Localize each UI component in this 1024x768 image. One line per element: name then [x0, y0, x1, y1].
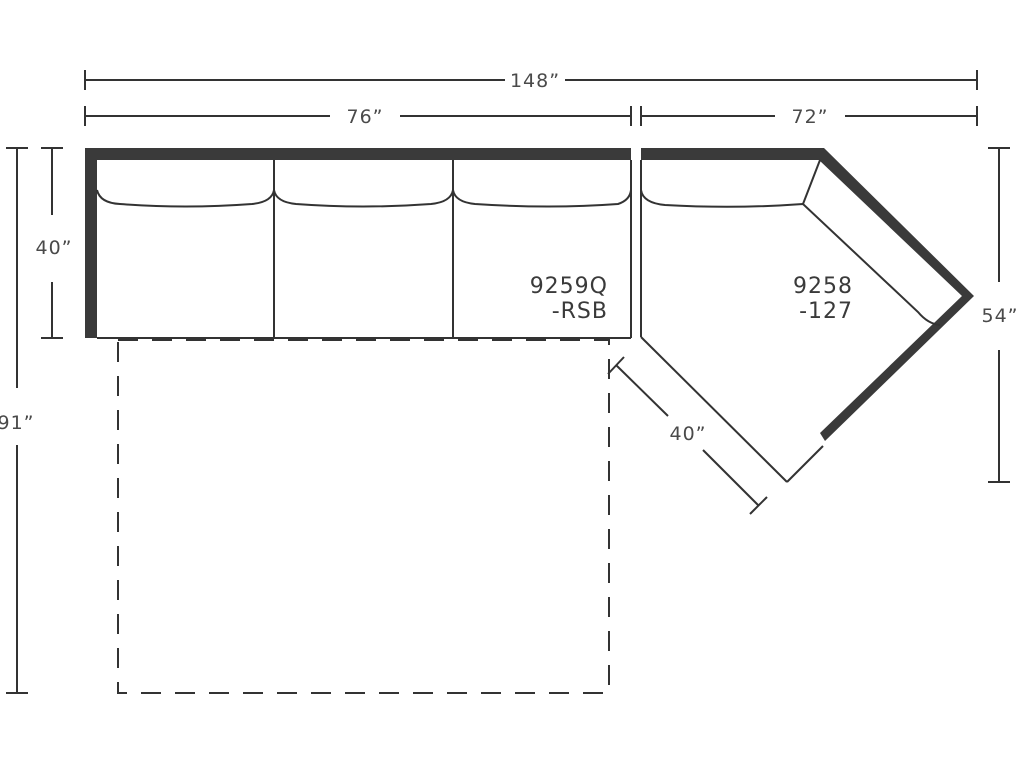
- svg-text:-127: -127: [799, 299, 853, 324]
- svg-text:54”: 54”: [981, 305, 1018, 327]
- dimension-total-width: 148”: [84, 70, 978, 92]
- svg-text:-RSB: -RSB: [552, 299, 608, 324]
- svg-text:9258: 9258: [793, 274, 853, 299]
- dimension-seat-depth: 40”: [35, 147, 72, 339]
- dimension-corner-arm: 40”: [607, 356, 768, 515]
- right-corner-piece: 9258 -127: [640, 148, 974, 483]
- svg-text:40”: 40”: [669, 423, 706, 445]
- dimension-right-width: 72”: [640, 106, 978, 128]
- left-sectional-piece: 9259Q -RSB: [85, 148, 632, 339]
- dimension-left-width: 76”: [84, 106, 632, 128]
- svg-text:9259Q: 9259Q: [530, 274, 608, 299]
- sleeper-bed-outline: [117, 339, 610, 694]
- dimension-total-depth: 91”: [0, 147, 35, 694]
- dimension-corner-depth: 54”: [981, 147, 1018, 483]
- svg-text:91”: 91”: [0, 412, 35, 434]
- svg-text:72”: 72”: [791, 106, 828, 128]
- svg-text:148”: 148”: [510, 70, 560, 92]
- svg-text:76”: 76”: [346, 106, 383, 128]
- svg-text:40”: 40”: [35, 237, 72, 259]
